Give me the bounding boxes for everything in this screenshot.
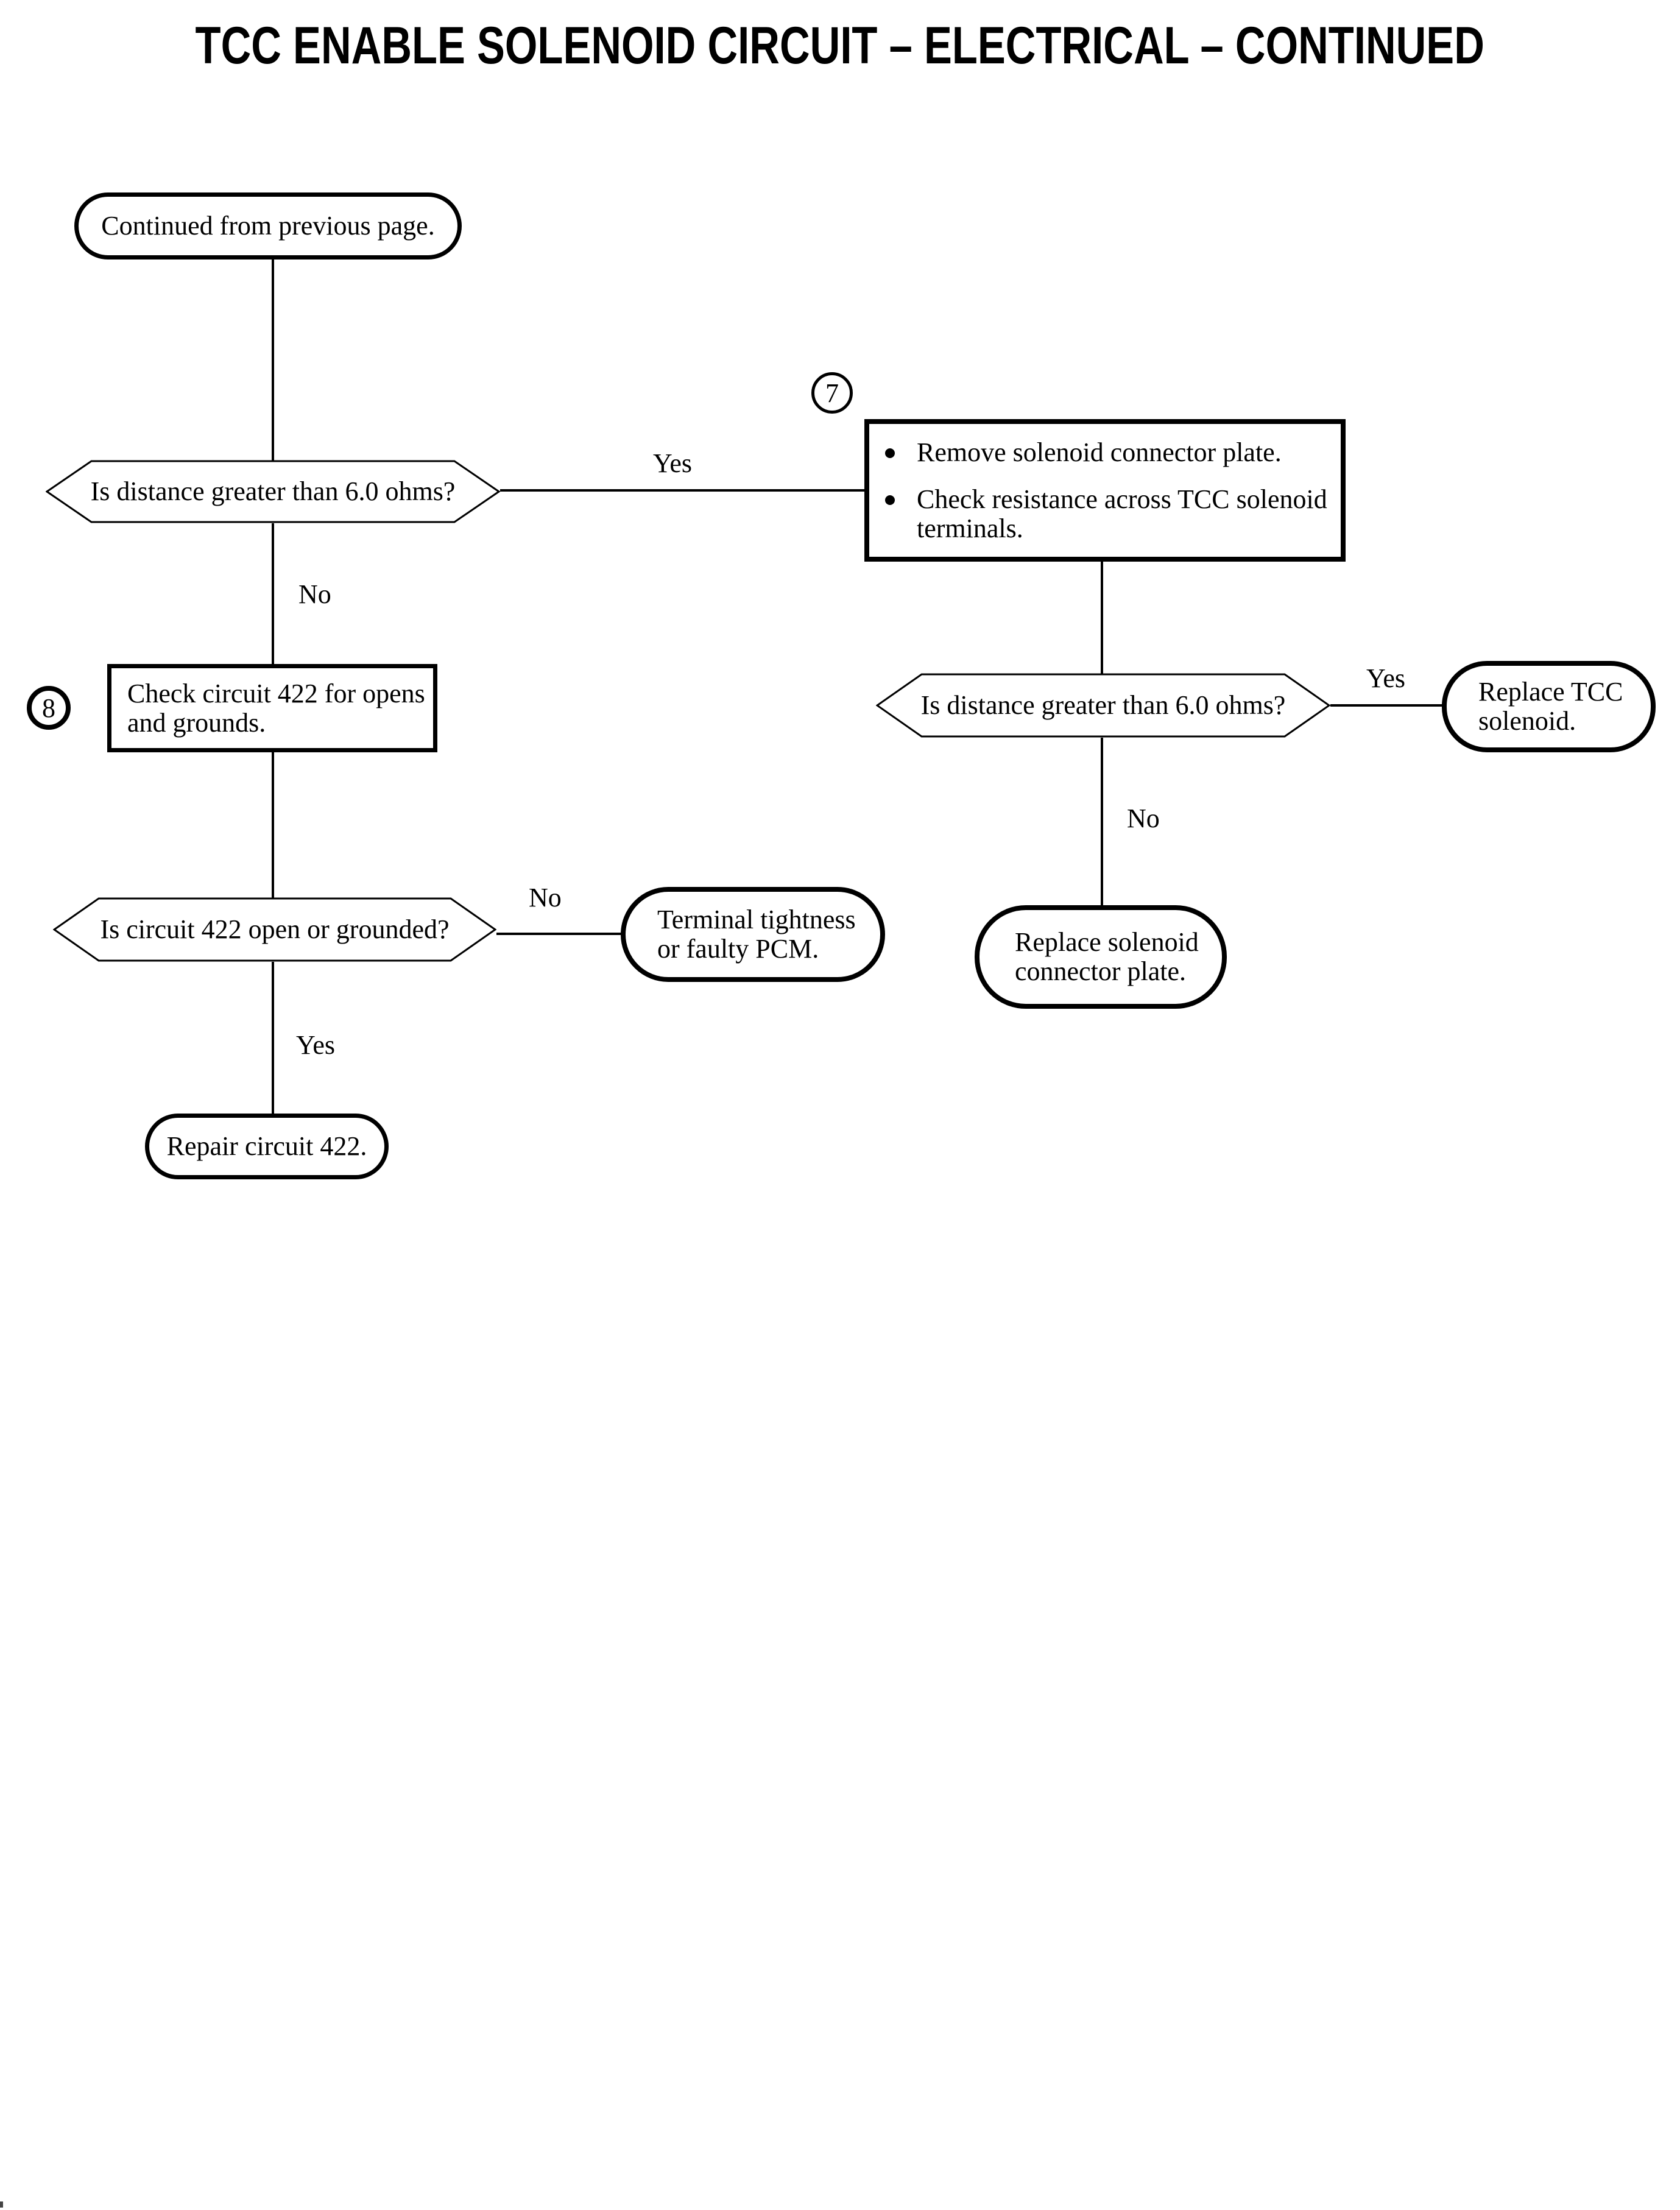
edge-decision2-no bbox=[1101, 738, 1103, 905]
edge-start-to-decision1 bbox=[272, 259, 274, 461]
step-marker-7-number: 7 bbox=[825, 378, 839, 408]
hexagon-outline bbox=[876, 673, 1330, 738]
node-decision-circuit-422: Is circuit 422 open or grounded? bbox=[53, 897, 496, 962]
list-item: Remove solenoid connector plate. bbox=[885, 438, 1336, 467]
step-7-bullet-1: Remove solenoid connector plate. bbox=[917, 437, 1282, 467]
edge-decision2-yes bbox=[1330, 704, 1443, 707]
node-replace-tcc-solenoid-label: Replace TCC solenoid. bbox=[1478, 677, 1623, 736]
scan-artifact bbox=[0, 2201, 3, 2208]
edge-step8-to-decision3 bbox=[272, 751, 274, 898]
node-start: Continued from previous page. bbox=[74, 192, 462, 259]
edge-label-no-2: No bbox=[1127, 803, 1160, 833]
edge-label-no-1: No bbox=[298, 579, 331, 609]
step-7-bullet-2: Check resistance across TCC solenoid ter… bbox=[917, 484, 1327, 543]
list-item: Check resistance across TCC solenoid ter… bbox=[885, 485, 1336, 543]
edge-step7-to-decision2 bbox=[1101, 560, 1103, 674]
node-step-8: Check circuit 422 for opens and grounds. bbox=[107, 664, 437, 752]
node-decision-circuit-422-label: Is circuit 422 open or grounded? bbox=[100, 914, 450, 945]
bullet-icon bbox=[885, 448, 895, 458]
node-replace-connector-plate: Replace solenoid connector plate. bbox=[975, 905, 1227, 1009]
node-repair-circuit-label: Repair circuit 422. bbox=[166, 1131, 367, 1162]
node-replace-tcc-solenoid: Replace TCC solenoid. bbox=[1442, 661, 1656, 752]
node-decision-distance-1: Is distance greater than 6.0 ohms? bbox=[46, 460, 500, 523]
node-replace-connector-plate-label: Replace solenoid connector plate. bbox=[1015, 927, 1199, 986]
node-decision-distance-2: Is distance greater than 6.0 ohms? bbox=[876, 673, 1330, 738]
edge-decision1-no bbox=[272, 523, 274, 665]
edge-label-yes-3: Yes bbox=[296, 1030, 336, 1060]
step-marker-8: 8 bbox=[27, 686, 71, 730]
hexagon-outline bbox=[46, 460, 500, 523]
node-start-label: Continued from previous page. bbox=[101, 211, 435, 241]
node-terminal-tightness-label: Terminal tightness or faulty PCM. bbox=[657, 905, 856, 964]
edge-decision3-no bbox=[496, 933, 622, 935]
step-7-bullet-list: Remove solenoid connector plate. Check r… bbox=[869, 429, 1341, 552]
hexagon-outline bbox=[53, 897, 496, 962]
node-step-8-label: Check circuit 422 for opens and grounds. bbox=[127, 678, 425, 738]
node-repair-circuit: Repair circuit 422. bbox=[145, 1114, 389, 1179]
edge-label-yes-2: Yes bbox=[1366, 663, 1406, 693]
node-step-7: Remove solenoid connector plate. Check r… bbox=[864, 419, 1346, 562]
node-decision-distance-2-label: Is distance greater than 6.0 ohms? bbox=[920, 690, 1286, 721]
edge-label-yes-1: Yes bbox=[653, 448, 693, 478]
page-title-text: TCC ENABLE SOLENOID CIRCUIT – ELECTRICAL… bbox=[195, 16, 1485, 75]
edge-decision3-yes bbox=[272, 962, 274, 1114]
step-marker-7: 7 bbox=[811, 372, 853, 414]
edge-decision1-yes bbox=[500, 489, 866, 492]
step-marker-8-number: 8 bbox=[42, 693, 55, 723]
page-title: TCC ENABLE SOLENOID CIRCUIT – ELECTRICAL… bbox=[0, 16, 1680, 75]
edge-label-no-3: No bbox=[529, 883, 562, 913]
node-terminal-tightness: Terminal tightness or faulty PCM. bbox=[621, 887, 885, 982]
node-decision-distance-1-label: Is distance greater than 6.0 ohms? bbox=[90, 476, 456, 507]
bullet-icon bbox=[885, 495, 895, 506]
